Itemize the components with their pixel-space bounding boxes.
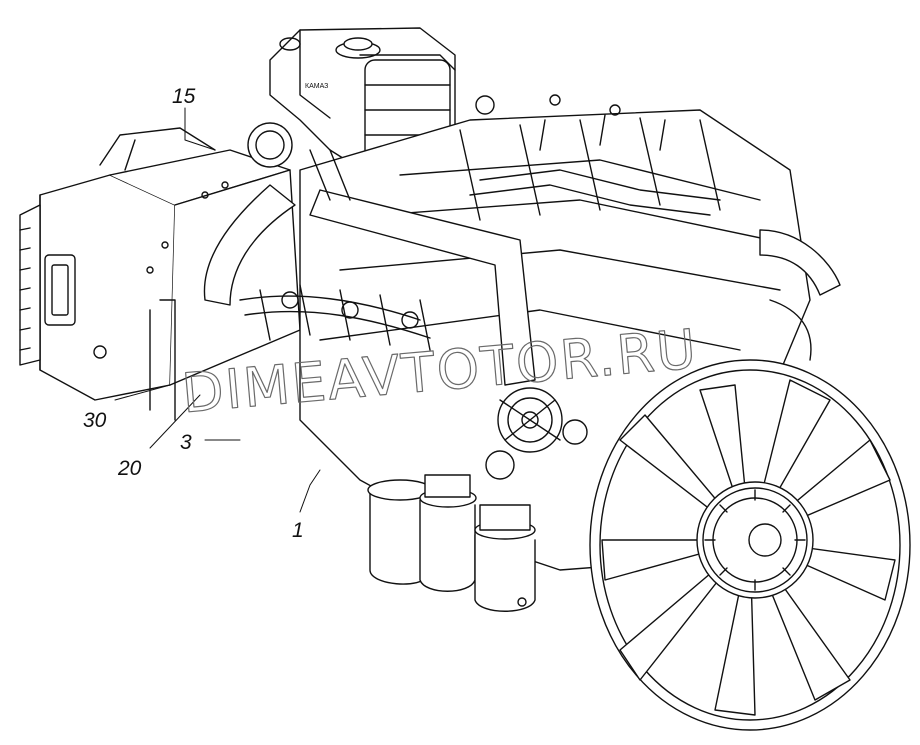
oil-filter-2: [419, 474, 477, 592]
expansion-tank: КАМАЗ: [269, 27, 456, 173]
leader-lines: [114, 107, 321, 513]
callout-3: 3: [180, 431, 192, 454]
tank-brand: КАМАЗ: [305, 83, 328, 90]
callout-1: 1: [292, 519, 304, 542]
alternator: [485, 387, 588, 480]
oil-filter-3: [474, 504, 536, 612]
callout-30: 30: [83, 409, 107, 432]
coolant-pipe: [759, 229, 841, 361]
oil-filter-1: [367, 479, 433, 585]
fuel-lines: [239, 94, 721, 351]
callout-15: 15: [172, 85, 196, 108]
intake-pipe: [203, 122, 536, 386]
callout-20: 20: [118, 457, 142, 480]
cooling-fan: [589, 359, 911, 731]
